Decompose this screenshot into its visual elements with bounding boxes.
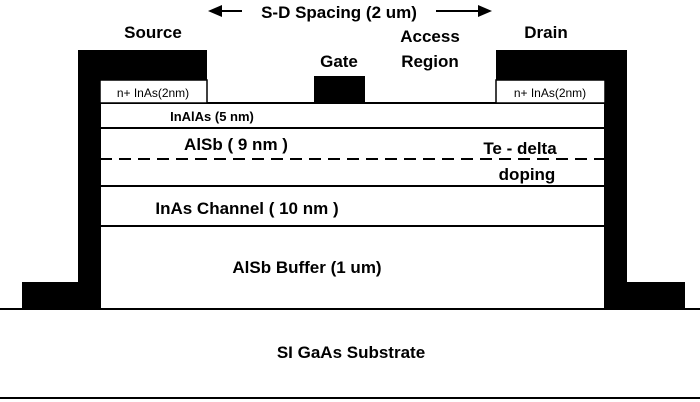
te-delta-label-line2: doping (499, 165, 556, 184)
access-region-label-line1: Access (400, 27, 460, 46)
te-delta-label-line1: Te - delta (483, 139, 557, 158)
gate-contact (314, 76, 365, 103)
spacer-label: AlSb ( 9 nm ) (184, 135, 288, 154)
barrier-label: InAlAs (5 nm) (170, 109, 254, 124)
cap-layer-right (495, 79, 606, 104)
sd-arrow-left-head (208, 5, 222, 17)
drain-label: Drain (524, 23, 567, 42)
source-contact (22, 50, 207, 309)
cap-right-label: n+ InAs(2nm) (514, 86, 586, 100)
drain-contact (496, 50, 685, 309)
gate-label: Gate (320, 52, 358, 71)
channel-label: InAs Channel ( 10 nm ) (155, 199, 338, 218)
access-region-label-line2: Region (401, 52, 459, 71)
sd-spacing-label: S-D Spacing (2 um) (261, 3, 417, 22)
source-label: Source (124, 23, 182, 42)
cap-left-label: n+ InAs(2nm) (117, 86, 189, 100)
buffer-label: AlSb Buffer (1 um) (232, 258, 381, 277)
cap-layer-left (99, 79, 208, 104)
substrate-label: SI GaAs Substrate (277, 343, 425, 362)
sd-arrow-right-head (478, 5, 492, 17)
